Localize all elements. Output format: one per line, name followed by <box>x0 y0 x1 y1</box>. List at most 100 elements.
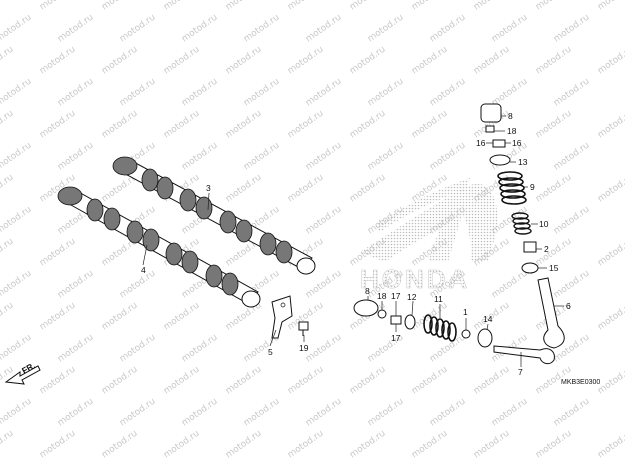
watermark-text: motod.ru <box>552 141 592 173</box>
watermark-text: motod.ru <box>56 269 96 301</box>
watermark-text: motod.ru <box>56 397 96 429</box>
watermark-text: motod.ru <box>162 301 202 333</box>
watermark-text: motod.ru <box>224 429 264 461</box>
watermark-text: motod.ru <box>100 109 140 141</box>
watermark-text: motod.ru <box>552 77 592 109</box>
watermark-text: motod.ru <box>0 77 34 109</box>
callout-14: 14 <box>483 314 493 324</box>
front-arrow: FR. <box>4 360 41 385</box>
watermark-text: motod.ru <box>118 13 158 45</box>
watermark-text: motod.ru <box>490 13 530 45</box>
watermark-text: motod.ru <box>410 0 450 12</box>
watermark-text: motod.ru <box>596 237 625 269</box>
watermark-text: motod.ru <box>242 397 282 429</box>
watermark-text: motod.ru <box>118 397 158 429</box>
watermark-text: motod.ru <box>100 0 140 12</box>
camshaft-upper <box>112 156 316 275</box>
callout-1: 1 <box>463 307 468 317</box>
watermark-text: motod.ru <box>304 141 344 173</box>
watermark-text: motod.ru <box>180 333 220 365</box>
watermark-text: motod.ru <box>304 13 344 45</box>
camshaft-lower <box>57 186 261 308</box>
callout-18-upper: 18 <box>507 126 517 136</box>
watermark-text: motod.ru <box>348 0 388 12</box>
watermark-text: motod.ru <box>100 429 140 461</box>
watermark-text: motod.ru <box>0 269 34 301</box>
watermark-text: motod.ru <box>224 365 264 397</box>
callout-8-upper: 8 <box>508 111 513 121</box>
watermark-text: motod.ru <box>162 365 202 397</box>
watermark-text: motod.ru <box>534 429 574 461</box>
callout-15: 15 <box>549 263 559 273</box>
watermark-text: motod.ru <box>472 45 512 77</box>
watermark-text: motod.ru <box>0 205 34 237</box>
leader-lines <box>142 115 564 367</box>
watermark-text: motod.ru <box>348 109 388 141</box>
callout-2: 2 <box>544 244 549 254</box>
watermark-text: motod.ru <box>38 301 78 333</box>
callout-17-lower: 17 <box>391 333 401 343</box>
callout-19: 19 <box>299 343 309 353</box>
callout-3: 3 <box>206 183 211 193</box>
watermark-text: motod.ru <box>100 45 140 77</box>
watermark-text: motod.ru <box>180 13 220 45</box>
watermark-text: motod.ru <box>472 365 512 397</box>
watermark-text: motod.ru <box>100 301 140 333</box>
watermark-text: motod.ru <box>428 77 468 109</box>
watermark-text: motod.ru <box>552 13 592 45</box>
watermark-text: motod.ru <box>118 77 158 109</box>
watermark-text: motod.ru <box>286 109 326 141</box>
watermark-text: motod.ru <box>366 141 406 173</box>
watermark-text: motod.ru <box>596 109 625 141</box>
watermark-text: motod.ru <box>366 13 406 45</box>
watermark-text: motod.ru <box>0 13 34 45</box>
watermark-text: motod.ru <box>286 0 326 12</box>
bracket-plate <box>271 295 293 339</box>
callout-18-lower: 18 <box>377 291 387 301</box>
callout-13: 13 <box>518 157 528 167</box>
watermark-text: motod.ru <box>38 429 78 461</box>
watermark-text: motod.ru <box>348 429 388 461</box>
watermark-text: motod.ru <box>180 141 220 173</box>
watermark-text: motod.ru <box>224 301 264 333</box>
watermark-text: motod.ru <box>224 109 264 141</box>
watermark-text: motod.ru <box>348 365 388 397</box>
watermark-text: motod.ru <box>596 45 625 77</box>
bolt-19 <box>298 321 309 336</box>
watermark-text: motod.ru <box>472 429 512 461</box>
callout-16-left: 16 <box>476 138 486 148</box>
watermark-text: motod.ru <box>180 77 220 109</box>
callout-11: 11 <box>434 294 443 304</box>
watermark-text: motod.ru <box>596 365 625 397</box>
watermark-text: motod.ru <box>0 109 16 141</box>
watermark-text: motod.ru <box>224 0 264 12</box>
honda-wing-logo: HONDA <box>360 178 498 294</box>
callout-8-lower: 8 <box>365 286 370 296</box>
watermark-text: motod.ru <box>0 141 34 173</box>
watermark-text: motod.ru <box>428 13 468 45</box>
callout-17-upper: 17 <box>391 291 401 301</box>
watermark-text: motod.ru <box>552 269 592 301</box>
watermark-text: motod.ru <box>428 141 468 173</box>
callout-12: 12 <box>407 292 417 302</box>
watermark-text: motod.ru <box>0 333 34 365</box>
watermark-text: motod.ru <box>224 173 264 205</box>
watermark-text: motod.ru <box>0 173 16 205</box>
watermark-text: motod.ru <box>534 0 574 12</box>
watermark-text: motod.ru <box>552 205 592 237</box>
watermark-text: motod.ru <box>596 429 625 461</box>
watermark-text: motod.ru <box>596 301 625 333</box>
callout-numbers: 1 2 3 4 5 6 7 8 8 9 10 11 12 13 14 15 16… <box>141 111 571 377</box>
honda-logo-text: HONDA <box>360 264 470 294</box>
diagram-code: MKB3E0300 <box>561 379 600 386</box>
callout-10: 10 <box>539 219 549 229</box>
watermark-text: motod.ru <box>0 429 16 461</box>
watermark-text: motod.ru <box>304 397 344 429</box>
watermark-text: motod.ru <box>286 365 326 397</box>
watermark-text: motod.ru <box>410 109 450 141</box>
callout-9: 9 <box>530 182 535 192</box>
watermark-text: motod.ru <box>304 77 344 109</box>
watermark-text: motod.ru <box>534 109 574 141</box>
watermark-text: motod.ru <box>348 45 388 77</box>
watermark-text: motod.ru <box>38 45 78 77</box>
